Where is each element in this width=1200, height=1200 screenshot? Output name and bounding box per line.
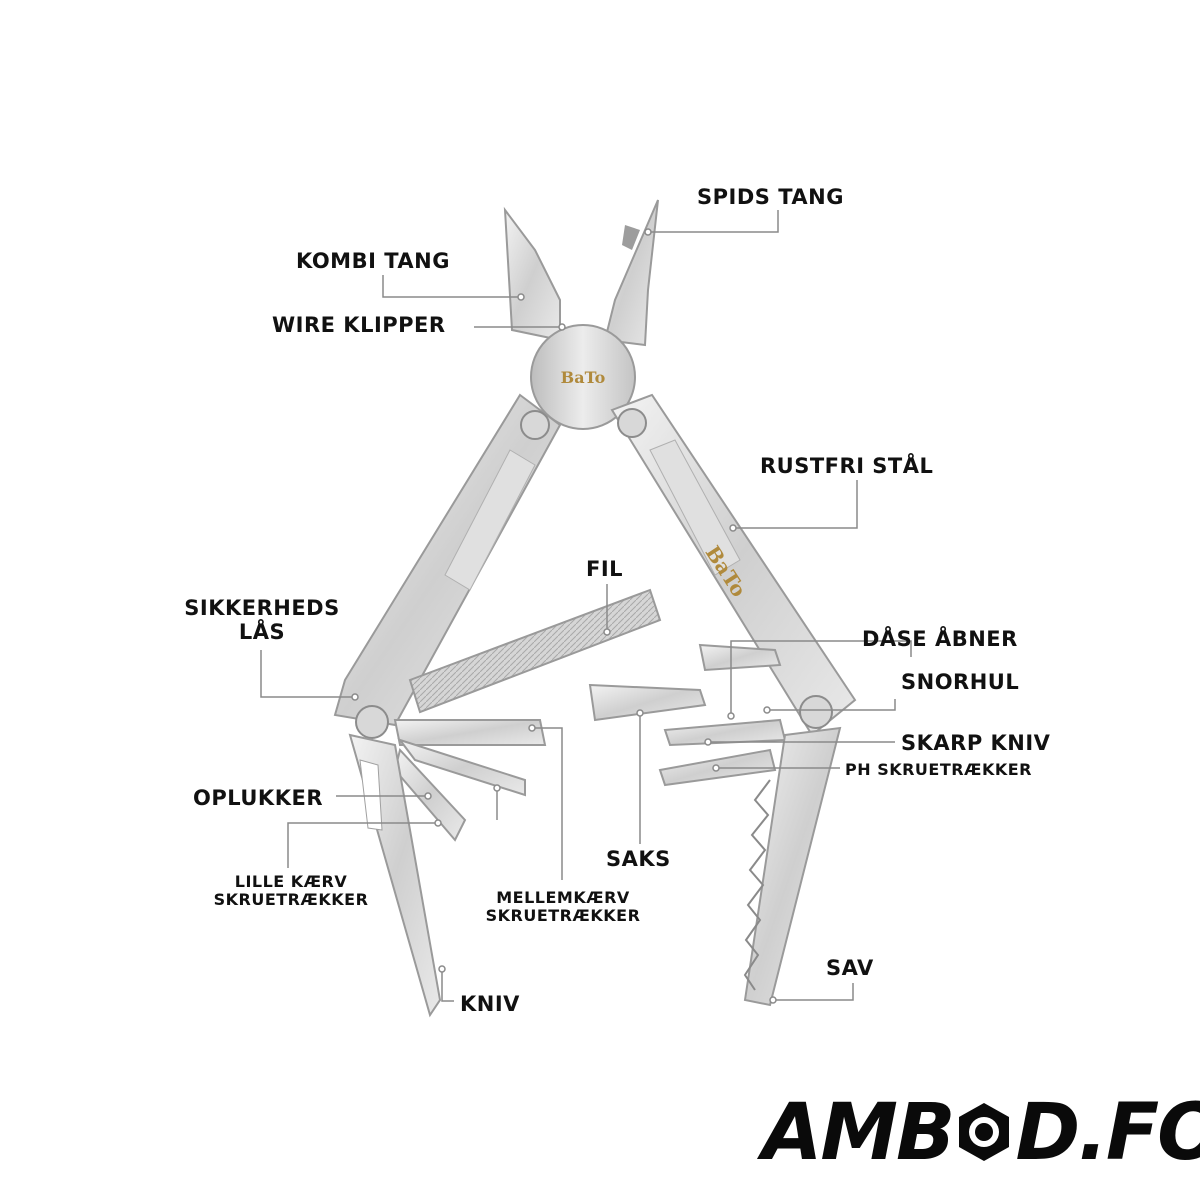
label-mellem-line2: SKRUETRÆKKER: [485, 906, 641, 926]
label-rustfri-staal: RUSTFRI STÅL: [760, 454, 934, 478]
label-sikkerheds-laas: SIKKERHEDS LÅS: [178, 596, 346, 644]
callout-lines: [260, 210, 912, 1002]
label-sikkerheds-line2: LÅS: [238, 620, 286, 645]
hex-nut-icon: [959, 1103, 1010, 1161]
pliers-pivot: BaTo: [530, 324, 636, 430]
label-sikkerheds-line1: SIKKERHEDS: [184, 596, 340, 620]
label-kniv: KNIV: [460, 992, 520, 1016]
label-daase-aabner: DÅSE ÅBNER: [862, 627, 1018, 651]
callout-dots: [351, 228, 777, 1004]
pivot-brand-mark: BaTo: [561, 368, 606, 387]
left-handle: [333, 393, 562, 739]
label-mellem-line1: MELLEMKÆRV: [496, 888, 630, 907]
pliers-jaws: [503, 199, 659, 347]
file-tool: [408, 588, 662, 714]
label-wire-klipper: WIRE KLIPPER: [272, 313, 446, 337]
label-oplukker: OPLUKKER: [193, 786, 323, 810]
label-sav: SAV: [826, 956, 874, 980]
label-snorhul: SNORHUL: [901, 670, 1020, 694]
left-tools: [348, 719, 547, 1018]
label-ph-skruetraekker: PH SKRUETRÆKKER: [845, 760, 1032, 779]
right-handle: BaTo: [610, 393, 857, 737]
label-saks: SAKS: [606, 847, 671, 871]
ambod-logo: AMB D.FO: [762, 1088, 1200, 1178]
logo-text-right: D.FO: [1015, 1088, 1200, 1178]
label-skarp-kniv: SKARP KNIV: [901, 731, 1051, 755]
label-kombi-tang: KOMBI TANG: [296, 249, 450, 273]
label-lille-kaerv: LILLE KÆRV SKRUETRÆKKER: [196, 872, 386, 910]
label-mellemkaerv: MELLEMKÆRV SKRUETRÆKKER: [468, 888, 658, 926]
right-tools: [588, 643, 842, 1007]
logo-text-left: AMB: [762, 1088, 955, 1178]
label-lille-line2: SKRUETRÆKKER: [213, 890, 369, 910]
label-lille-line1: LILLE KÆRV: [234, 872, 348, 891]
label-spids-tang: SPIDS TANG: [697, 185, 844, 209]
label-fil: FIL: [586, 557, 624, 581]
